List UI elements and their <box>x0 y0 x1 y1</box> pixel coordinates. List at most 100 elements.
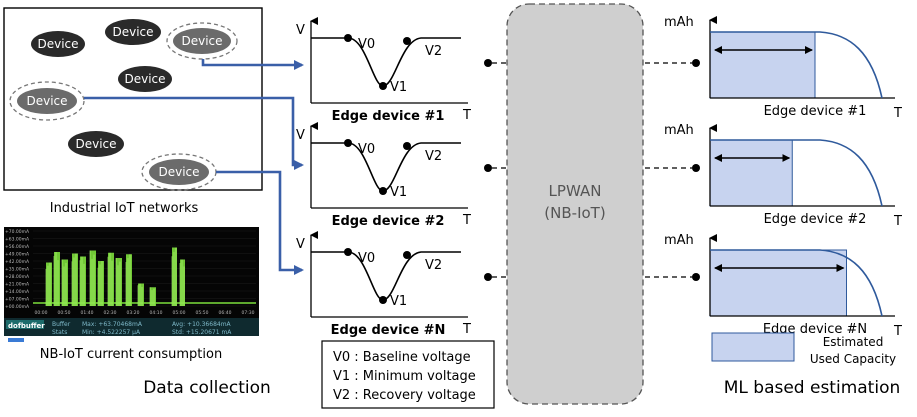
axis-t-label: T <box>462 322 471 337</box>
scope-grid <box>33 230 256 307</box>
lpwan-frame <box>506 3 644 405</box>
scope-x-tick: 04:10 <box>150 310 163 316</box>
lpwan-title: LPWAN <box>549 182 602 200</box>
scope-burst <box>72 253 78 306</box>
v0-label: V0 <box>358 37 375 52</box>
device-label: Device <box>26 94 67 108</box>
scope-burst <box>108 252 114 306</box>
axis-t-label: T <box>462 108 471 123</box>
scope-x-tick: 03:20 <box>127 310 140 316</box>
v0-point <box>344 34 352 42</box>
scope-y-ticks: +70.00mA+63.00mA+56.00mA+49.00mA+42.00mA… <box>5 229 30 310</box>
scope-burst <box>98 261 104 306</box>
scope-burst <box>150 287 156 306</box>
voltage-chart-title: Edge device #1 <box>332 109 445 124</box>
axis-v-label: V <box>296 237 305 252</box>
capacity-legend: Estimated Used Capacity <box>711 332 896 366</box>
scope-x-tick: 00:00 <box>35 310 48 316</box>
axis-t-label: T <box>893 214 902 229</box>
scope-y-tick: +00.00mA <box>5 304 30 310</box>
legend-v0: V0 : Baseline voltage <box>333 350 471 365</box>
scope-max: Max: +63.70468mA <box>82 321 143 328</box>
used-capacity-bar <box>709 31 816 99</box>
axis-mah-label: mAh <box>664 233 694 248</box>
capacity-chart-title: Edge device #1 <box>764 104 867 119</box>
voltage-legend-frame <box>321 340 495 409</box>
scope-y-tick: +49.00mA <box>5 252 30 258</box>
v0-label: V0 <box>358 251 375 266</box>
scope-burst <box>116 258 122 306</box>
v1-point <box>379 296 387 304</box>
scope-scrollbar <box>8 338 24 342</box>
v2-point <box>403 142 411 150</box>
v2-point <box>403 251 411 259</box>
v0-point <box>344 248 352 256</box>
scope-y-tick: +21.00mA <box>5 282 30 288</box>
scope-buffer-label: Buffer <box>52 321 71 328</box>
scope-burst <box>126 254 132 306</box>
axis-mah-label: mAh <box>664 15 694 30</box>
scope-y-tick: +35.00mA <box>5 267 30 273</box>
scope-x-tick: 05:00 <box>173 310 186 316</box>
axis-mah-label: mAh <box>664 123 694 138</box>
axis-t-label: T <box>462 213 471 228</box>
scope-burst <box>54 252 60 306</box>
device-label: Device <box>112 25 153 39</box>
capacity-chart-title: Edge device #2 <box>764 212 867 227</box>
voltage-legend: V0 : Baseline voltage V1 : Minimum volta… <box>321 340 495 409</box>
device-label: Device <box>75 137 116 151</box>
scope-stats-label: Stats <box>52 329 67 336</box>
current-scope: +70.00mA+63.00mA+56.00mA+49.00mA+42.00mA… <box>4 227 259 342</box>
capacity-curve <box>710 249 883 317</box>
scope-x-tick: 02:30 <box>104 310 117 316</box>
scope-x-tick: 07:30 <box>242 310 255 316</box>
lpwan-subtitle: (NB-IoT) <box>544 204 605 222</box>
section-ml-estimation: ML based estimation <box>724 378 901 398</box>
scope-burst <box>46 262 52 306</box>
v2-point <box>403 37 411 45</box>
used-capacity-bar <box>709 249 847 317</box>
scope-footer <box>4 318 259 336</box>
axis-v-label: V <box>296 128 305 143</box>
scope-min: Min: +4.522257 µA <box>82 329 141 336</box>
section-data-collection: Data collection <box>143 378 271 398</box>
device-node: Device <box>105 19 161 45</box>
legend-v1: V1 : Minimum voltage <box>333 369 476 384</box>
v1-label: V1 <box>390 185 407 200</box>
capacity-curve <box>710 139 883 207</box>
scope-signal <box>33 247 256 306</box>
scope-logo-bg <box>6 320 44 329</box>
arrow-device-2 <box>84 96 304 170</box>
scope-burst <box>172 247 177 306</box>
scope-logo: dofbuffer <box>8 322 45 330</box>
v0-point <box>344 139 352 147</box>
iot-network-caption: Industrial IoT networks <box>50 201 199 216</box>
scope-caption: NB-IoT current consumption <box>40 347 222 362</box>
axis-t-label: T <box>893 324 902 339</box>
scope-avg: Avg: +10.36684mA <box>172 321 232 328</box>
device-node-active: Device <box>9 81 85 121</box>
scope-y-tick: +07.00mA <box>5 297 30 303</box>
scope-x-tick: 01:40 <box>81 310 94 316</box>
capacity-legend-swatch <box>711 332 795 362</box>
axis-t-label: T <box>893 106 902 121</box>
scope-y-tick: +56.00mA <box>5 244 30 250</box>
axis-v-label: V <box>296 23 305 38</box>
capacity-legend-line2: Used Capacity <box>810 352 896 366</box>
device-label: Device <box>124 72 165 86</box>
v2-label: V2 <box>425 258 442 273</box>
scope-burst <box>90 250 96 306</box>
scope-y-tick: +14.00mA <box>5 289 30 295</box>
capacity-legend-line1: Estimated <box>823 335 884 349</box>
voltage-chart-title: Edge device #N <box>331 323 446 338</box>
device-label: Device <box>181 34 222 48</box>
scope-y-tick: +70.00mA <box>5 229 30 235</box>
